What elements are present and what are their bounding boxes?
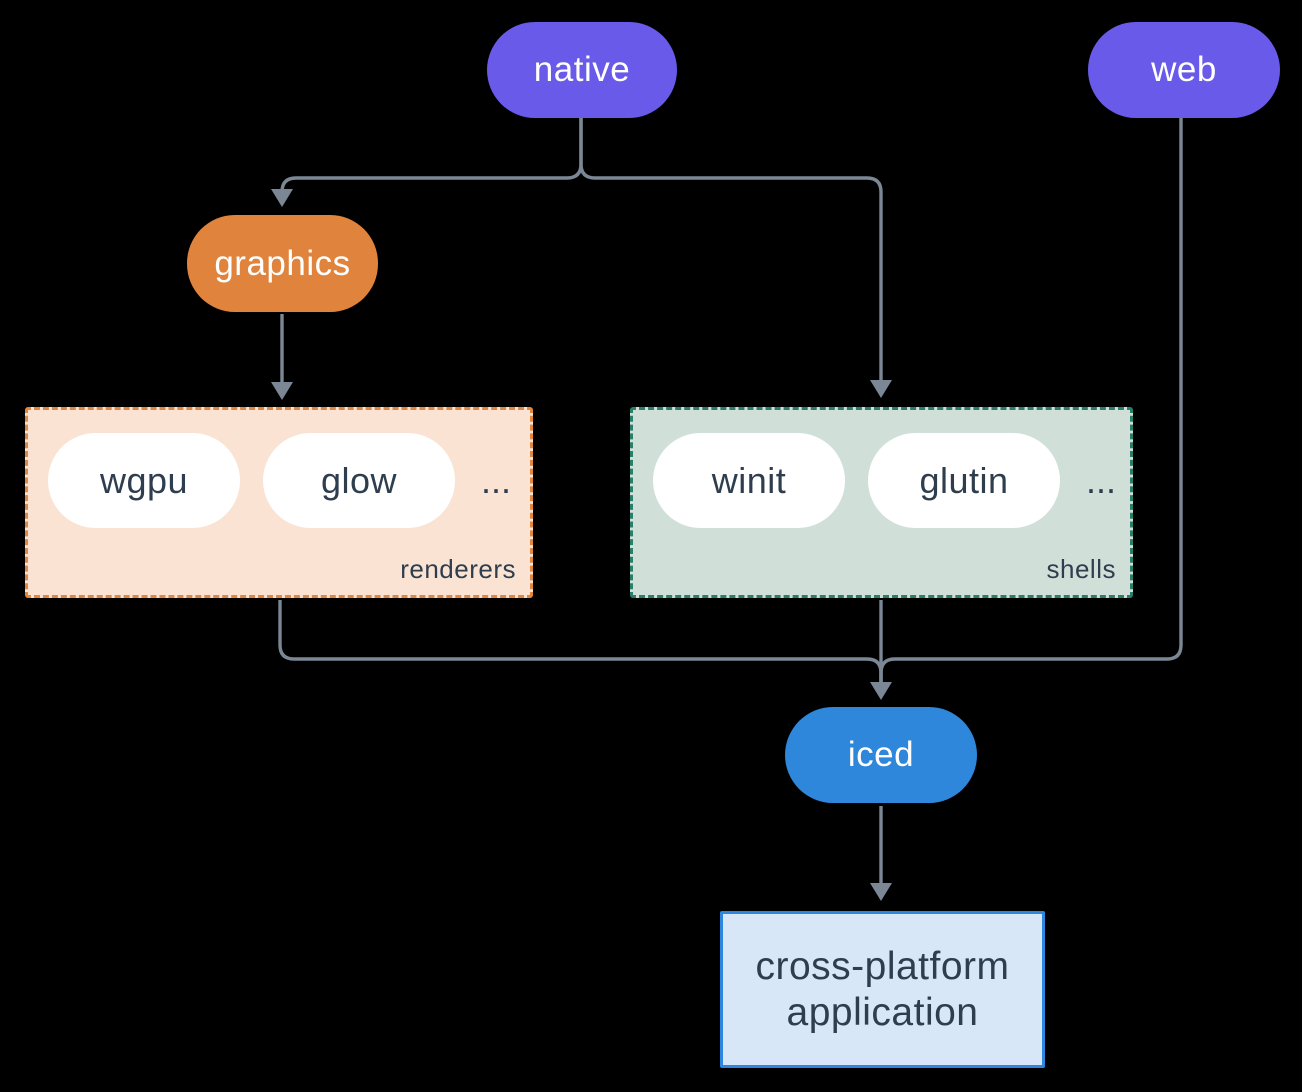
edge-renderers-to-iced <box>278 600 883 683</box>
node-native: native <box>487 22 677 118</box>
pill-glow: glow <box>263 433 455 528</box>
arrowhead-application <box>870 883 892 901</box>
node-graphics-label: graphics <box>214 243 351 283</box>
node-graphics: graphics <box>187 215 378 312</box>
shells-group-label: shells <box>1046 554 1116 584</box>
edge-native-to-graphics <box>280 118 583 193</box>
node-iced: iced <box>785 707 977 803</box>
renderers-group-label: renderers <box>400 554 516 584</box>
shells-ellipsis: ... <box>1085 459 1116 501</box>
pill-winit-label: winit <box>711 459 787 501</box>
renderers-ellipsis: ... <box>480 459 511 501</box>
group-renderers: wgpu glow ... renderers <box>25 407 533 598</box>
node-application: cross-platform application <box>720 911 1045 1068</box>
pill-glutin: glutin <box>868 433 1060 528</box>
application-label-line1: cross-platform <box>755 944 1010 988</box>
pill-wgpu-label: wgpu <box>99 459 189 501</box>
application-label-line2: application <box>786 990 979 1034</box>
node-iced-label: iced <box>847 735 915 774</box>
pill-winit: winit <box>653 433 845 528</box>
arrowhead-renderers-box <box>271 382 293 400</box>
arrowhead-shells-box <box>870 380 892 398</box>
group-shells: winit glutin ... shells <box>630 407 1133 598</box>
node-native-label: native <box>533 50 631 89</box>
node-web-label: web <box>1151 50 1217 89</box>
pill-glutin-label: glutin <box>919 459 1009 501</box>
arrowhead-iced <box>870 682 892 700</box>
edge-web-to-iced <box>879 118 1183 683</box>
pill-glow-label: glow <box>320 459 398 501</box>
pill-wgpu: wgpu <box>48 433 240 528</box>
arrowhead-graphics <box>271 189 293 207</box>
edge-native-to-shells <box>579 118 883 381</box>
node-web: web <box>1088 22 1280 118</box>
